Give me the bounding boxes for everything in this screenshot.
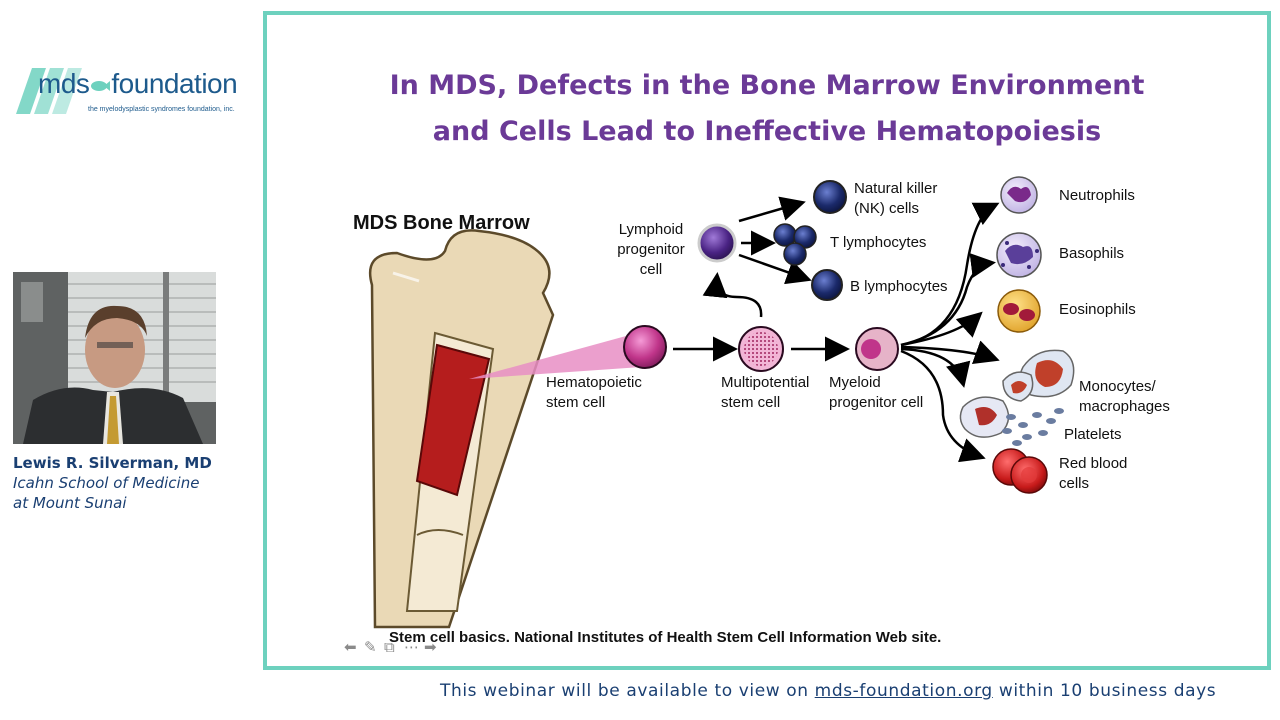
label-myeloid-line1: Myeloid bbox=[829, 374, 881, 391]
hematopoietic-stem-cell bbox=[623, 325, 667, 369]
slide-title-line2: and Cells Lead to Ineffective Hematopoie… bbox=[432, 116, 1102, 147]
logo-stripes-icon bbox=[16, 68, 82, 114]
label-monocytes-line2: macrophages bbox=[1079, 398, 1170, 415]
label-lymphoid-progenitor: Lymphoid progenitor cell bbox=[611, 220, 691, 280]
neutrophil-cell bbox=[1000, 176, 1038, 214]
arrow-lymphoid-to-b bbox=[738, 253, 812, 285]
arrow-right-icon[interactable]: ➡ bbox=[424, 638, 437, 656]
label-myeloid-progenitor-cell: Myeloid progenitor cell bbox=[829, 373, 923, 413]
label-rbc-line2: cells bbox=[1059, 475, 1090, 492]
slide-frame: In MDS, Defects in the Bone Marrow Envir… bbox=[263, 11, 1271, 670]
presenter-affiliation-line2: at Mount Sunai bbox=[13, 494, 127, 512]
more-icon[interactable]: ⋯ bbox=[404, 638, 419, 656]
label-rbc-line1: Red blood bbox=[1059, 455, 1128, 472]
hematopoiesis-diagram bbox=[368, 176, 1075, 629]
label-eosinophils: Eosinophils bbox=[1059, 301, 1136, 318]
bone-illustration bbox=[368, 229, 555, 629]
monocyte-macrophage-cells bbox=[959, 349, 1075, 438]
slide-citation: Stem cell basics. National Institutes of… bbox=[389, 629, 942, 646]
mds-foundation-logo: mds foundation the myelodysplastic syndro… bbox=[14, 66, 238, 120]
label-lymphoid-line1: Lymphoid bbox=[618, 221, 684, 238]
presenter-name: Lewis R. Silverman, MD bbox=[13, 454, 212, 472]
multipotential-nucleus bbox=[744, 332, 778, 366]
slide-title: In MDS, Defects in the Bone Marrow Envir… bbox=[267, 63, 1267, 155]
footer-link[interactable]: mds-foundation.org bbox=[814, 681, 993, 701]
presenter-affiliation-line1: Icahn School of Medicine bbox=[13, 474, 200, 492]
slides-icon[interactable]: ⧉ bbox=[384, 638, 395, 656]
footer-suffix: within 10 business days bbox=[992, 681, 1217, 701]
label-b-lymphocytes: B lymphocytes bbox=[850, 278, 948, 295]
label-lymphoid-line2: progenitor bbox=[617, 241, 685, 258]
bone-marrow-title: MDS Bone Marrow bbox=[353, 212, 530, 234]
magnify-cone bbox=[469, 333, 641, 379]
red-blood-cells bbox=[992, 448, 1048, 494]
pen-icon[interactable]: ✎ bbox=[364, 638, 377, 656]
label-hsc-line1: Hematopoietic bbox=[546, 374, 642, 391]
label-nk-cells: Natural killer (NK) cells bbox=[854, 179, 937, 219]
myeloid-branches bbox=[900, 202, 1000, 463]
label-red-blood-cells: Red blood cells bbox=[1059, 454, 1127, 494]
myeloid-nucleus bbox=[861, 339, 881, 359]
label-hematopoietic-stem-cell: Hematopoietic stem cell bbox=[546, 373, 642, 413]
label-multipotential-stem-cell: Multipotential stem cell bbox=[721, 373, 809, 413]
presenter-video[interactable] bbox=[13, 272, 216, 444]
label-nk-line1: Natural killer bbox=[854, 180, 938, 197]
b-lymphocyte bbox=[811, 269, 843, 301]
label-neutrophils: Neutrophils bbox=[1059, 187, 1135, 204]
label-hsc-line2: stem cell bbox=[546, 394, 606, 411]
label-multi-line1: Multipotential bbox=[721, 374, 810, 391]
lymphoid-progenitor-cell bbox=[697, 223, 737, 263]
eosinophil-cell bbox=[997, 289, 1041, 333]
label-platelets: Platelets bbox=[1064, 426, 1122, 443]
label-multi-line2: stem cell bbox=[721, 394, 781, 411]
logo-tagline: the myelodysplastic syndromes foundation… bbox=[88, 106, 235, 113]
slide-title-line1: In MDS, Defects in the Bone Marrow Envir… bbox=[389, 70, 1145, 101]
label-lymphoid-line3: cell bbox=[639, 261, 663, 278]
presenter-video-frame bbox=[13, 272, 216, 444]
label-basophils: Basophils bbox=[1059, 245, 1125, 262]
label-myeloid-line2: progenitor cell bbox=[829, 394, 924, 411]
presenter-info: Lewis R. Silverman, MD Icahn School of M… bbox=[13, 453, 243, 513]
nk-cell bbox=[813, 180, 847, 214]
logo-mds-text: mds bbox=[38, 68, 90, 99]
arrow-lymphoid-to-nk bbox=[738, 196, 806, 223]
label-t-lymphocytes: T lymphocytes bbox=[830, 234, 927, 251]
label-nk-line2: (NK) cells bbox=[854, 200, 920, 217]
footer-prefix: This webinar will be available to view o… bbox=[440, 681, 815, 701]
basophil-cell bbox=[996, 232, 1042, 278]
slide-nav-toolbar: ⬅ ✎ ⧉ ⋯ ➡ bbox=[344, 638, 440, 658]
webinar-footer: This webinar will be available to view o… bbox=[440, 681, 1260, 701]
t-lymphocytes bbox=[773, 223, 817, 266]
label-monocytes-macrophages: Monocytes/ macrophages bbox=[1079, 377, 1170, 417]
arrow-left-icon[interactable]: ⬅ bbox=[344, 638, 357, 656]
arrow-multipotential-to-lymphoid bbox=[702, 272, 763, 318]
logo-foundation-text: foundation bbox=[111, 68, 238, 99]
platelets bbox=[1002, 408, 1064, 446]
logo-fish-icon bbox=[91, 80, 111, 91]
label-monocytes-line1: Monocytes/ bbox=[1079, 378, 1156, 395]
